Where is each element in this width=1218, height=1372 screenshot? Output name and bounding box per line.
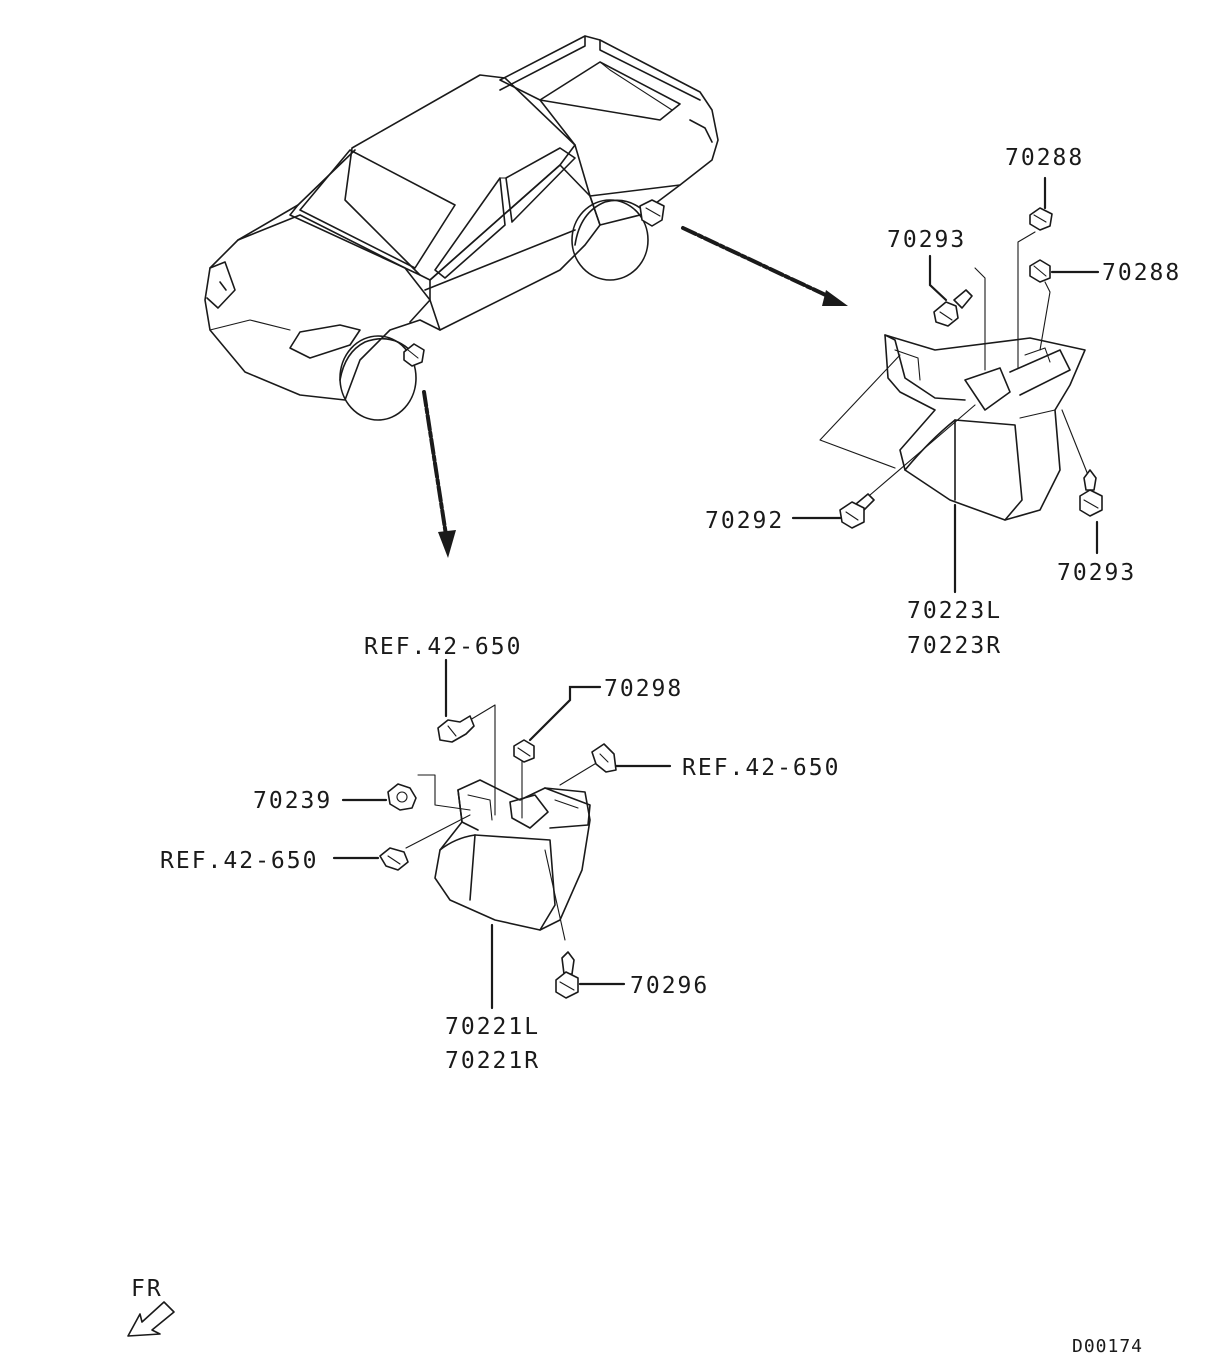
front-mudguard-assembly: REF.42-650 70298 REF.42-650 70239 REF.42… <box>160 634 840 1074</box>
callout-front-ref-left: REF.42-650 <box>160 848 318 874</box>
callout-front-ref-right: REF.42-650 <box>682 755 840 781</box>
rear-detail-arrow <box>681 226 848 306</box>
callout-rear-mudguard-right: 70223R <box>907 633 1002 659</box>
callout-rear-mudguard-left: 70223L <box>907 598 1002 624</box>
front-ref-right-part <box>591 743 617 773</box>
rear-upper-screw-part <box>933 289 973 327</box>
callout-front-mudguard-right: 70221R <box>445 1048 540 1074</box>
callout-front-mudguard-left: 70221L <box>445 1014 540 1040</box>
callout-front-nut: 70298 <box>604 676 683 702</box>
front-ref-left-part <box>379 847 409 871</box>
callout-rear-lower-screw: 70293 <box>1057 560 1136 586</box>
front-nut-part <box>513 739 535 763</box>
callout-rear-upper-screw: 70293 <box>887 227 966 253</box>
rear-mount-marker <box>639 199 665 227</box>
callout-front-ref-top: REF.42-650 <box>364 634 522 660</box>
rear-bolt-part <box>839 493 875 529</box>
callout-rear-side-clip: 70288 <box>1102 260 1181 286</box>
pickup-truck-illustration <box>204 35 719 421</box>
callout-front-screw: 70296 <box>630 973 709 999</box>
callout-rear-bolt: 70292 <box>705 508 784 534</box>
callout-front-clip: 70239 <box>253 788 332 814</box>
front-direction-arrow-icon <box>127 1301 175 1337</box>
front-detail-arrow <box>422 390 456 558</box>
rear-mudguard-assembly: 70288 70288 70293 70293 70292 70223L 702… <box>705 145 1181 659</box>
rear-lower-screw-part <box>1079 469 1103 517</box>
rear-side-clip-part <box>1029 259 1051 283</box>
front-screw-part <box>555 951 579 999</box>
orientation-label: FR <box>131 1276 163 1302</box>
front-clip-part <box>387 783 417 811</box>
front-ref-top-part <box>437 715 475 743</box>
front-orientation-indicator: FR <box>127 1276 175 1337</box>
rear-upper-clip-part <box>1029 207 1053 231</box>
front-mount-marker <box>403 343 425 367</box>
drawing-code: D00174 <box>1072 1336 1143 1357</box>
callout-rear-upper-clip: 70288 <box>1005 145 1084 171</box>
